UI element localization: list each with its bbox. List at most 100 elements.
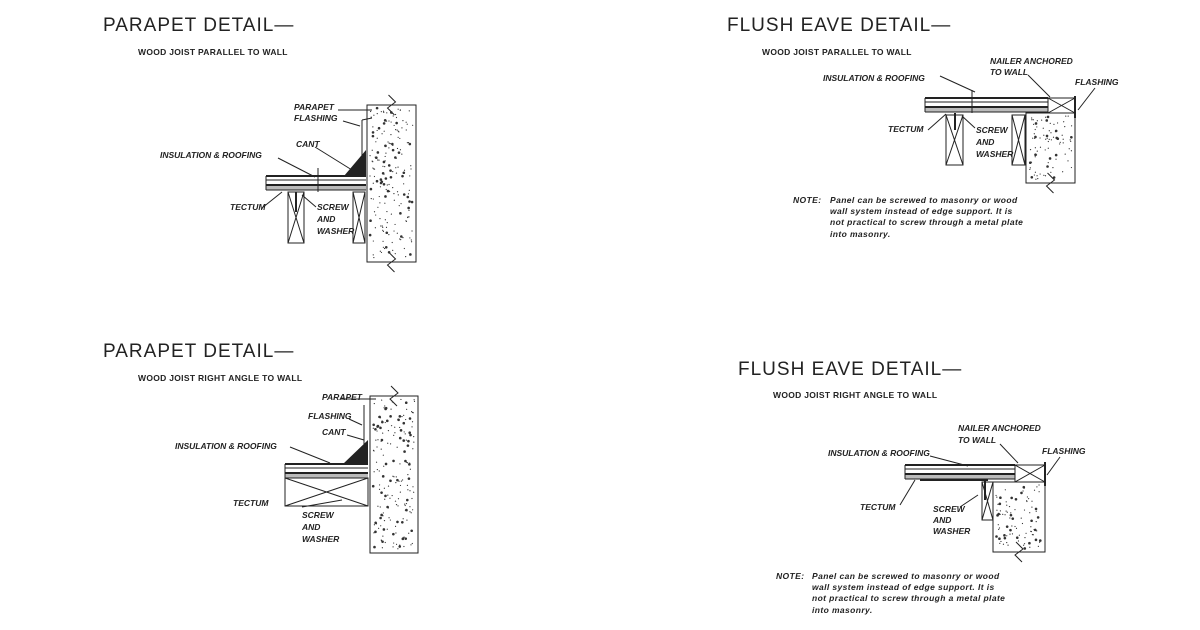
concrete-speckle (1048, 130, 1050, 132)
concrete-speckle (402, 439, 405, 441)
leader-line (277, 157, 316, 178)
concrete-speckle (369, 155, 371, 157)
note-heading: NOTE: (776, 571, 804, 581)
concrete-speckle (397, 108, 399, 110)
concrete-speckle (386, 528, 388, 530)
concrete-speckle (397, 151, 401, 154)
concrete-speckle (375, 214, 377, 216)
concrete-speckle (379, 426, 382, 430)
masonry-wall (366, 104, 417, 263)
concrete-speckle (996, 509, 998, 511)
concrete-speckle (413, 441, 415, 443)
concrete-speckle (1014, 509, 1016, 511)
concrete-speckle (384, 166, 386, 168)
concrete-speckle (382, 512, 384, 514)
concrete-speckle (372, 182, 374, 184)
concrete-speckle (405, 129, 407, 131)
concrete-speckle (395, 504, 398, 506)
concrete-speckle (1055, 136, 1059, 140)
detail-title: PARAPET DETAIL— (103, 15, 294, 36)
concrete-speckle (406, 196, 409, 198)
concrete-speckle (372, 198, 374, 200)
concrete-speckle (1062, 138, 1064, 140)
concrete-speckle (404, 504, 406, 507)
concrete-speckle (1036, 486, 1038, 488)
concrete-speckle (1046, 115, 1050, 119)
leader-line (314, 146, 353, 171)
concrete-speckle (1034, 507, 1038, 511)
concrete-speckle (996, 514, 999, 517)
concrete-speckle (397, 194, 399, 196)
concrete-speckle (1048, 138, 1050, 140)
concrete-speckle (387, 485, 390, 487)
note-line: wall system instead of edge support. It … (812, 582, 995, 592)
concrete-speckle (1031, 500, 1033, 502)
break-line-icon (386, 251, 397, 273)
concrete-speckle (406, 123, 408, 125)
concrete-speckle (1020, 517, 1022, 519)
concrete-speckle (396, 191, 399, 193)
concrete-speckle (1006, 504, 1008, 506)
concrete-speckle (375, 439, 377, 441)
leader-line (1077, 87, 1096, 111)
concrete-speckle (997, 524, 999, 526)
concrete-speckle (408, 142, 412, 146)
concrete-speckle (1059, 143, 1061, 145)
concrete-speckle (379, 516, 382, 520)
label-screw: SCREW (317, 202, 350, 212)
label-nailer: NAILER ANCHORED (990, 56, 1073, 66)
concrete-speckle (404, 401, 408, 405)
concrete-speckle (410, 512, 412, 514)
concrete-speckle (399, 137, 401, 140)
concrete-speckle (395, 116, 398, 119)
concrete-speckle (1035, 521, 1037, 523)
concrete-speckle (413, 400, 416, 402)
concrete-speckle (1023, 509, 1026, 511)
label-insulation: INSULATION & ROOFING (823, 73, 925, 83)
note-line: Panel can be screwed to masonry or wood (830, 195, 1018, 205)
concrete-speckle (389, 143, 391, 145)
concrete-speckle (378, 484, 381, 486)
concrete-speckle (392, 115, 394, 117)
concrete-speckle (386, 189, 390, 193)
concrete-speckle (1029, 512, 1031, 514)
concrete-speckle (1004, 489, 1006, 491)
concrete-speckle (408, 110, 410, 112)
concrete-speckle (1023, 547, 1027, 550)
concrete-speckle (1015, 536, 1019, 540)
concrete-speckle (1070, 166, 1073, 169)
concrete-speckle (380, 438, 384, 442)
concrete-speckle (395, 481, 397, 484)
concrete-speckle (403, 414, 405, 416)
flush-eave-detail-right-angle: FLUSH EAVE DETAIL— WOOD JOIST RIGHT ANGL… (738, 359, 1086, 615)
leader-line (289, 446, 331, 464)
label-screw: SCREW (933, 504, 966, 514)
joist-cross (945, 114, 964, 166)
concrete-speckle (386, 112, 388, 114)
wood-joist (981, 481, 994, 521)
concrete-speckle (999, 496, 1002, 499)
concrete-speckle (1031, 117, 1033, 119)
concrete-speckle (1035, 539, 1037, 541)
concrete-speckle (387, 430, 390, 432)
concrete-speckle (382, 240, 384, 242)
concrete-speckle (378, 470, 380, 472)
label-nailer-to-wall: TO WALL (958, 435, 996, 445)
concrete-speckle (398, 205, 400, 207)
concrete-speckle (368, 233, 372, 237)
concrete-speckle (408, 189, 410, 191)
concrete-speckle (400, 203, 402, 205)
concrete-speckle (1036, 175, 1038, 177)
concrete-speckle (408, 431, 411, 435)
concrete-speckle (1036, 120, 1038, 122)
concrete-speckle (406, 484, 409, 486)
concrete-speckle (1011, 517, 1015, 520)
concrete-speckle (1018, 534, 1020, 536)
concrete-speckle (388, 234, 390, 236)
concrete-speckle (371, 134, 375, 138)
concrete-speckle (390, 408, 392, 410)
concrete-speckle (388, 164, 390, 166)
concrete-speckle (1033, 528, 1037, 532)
concrete-speckle (376, 151, 380, 154)
